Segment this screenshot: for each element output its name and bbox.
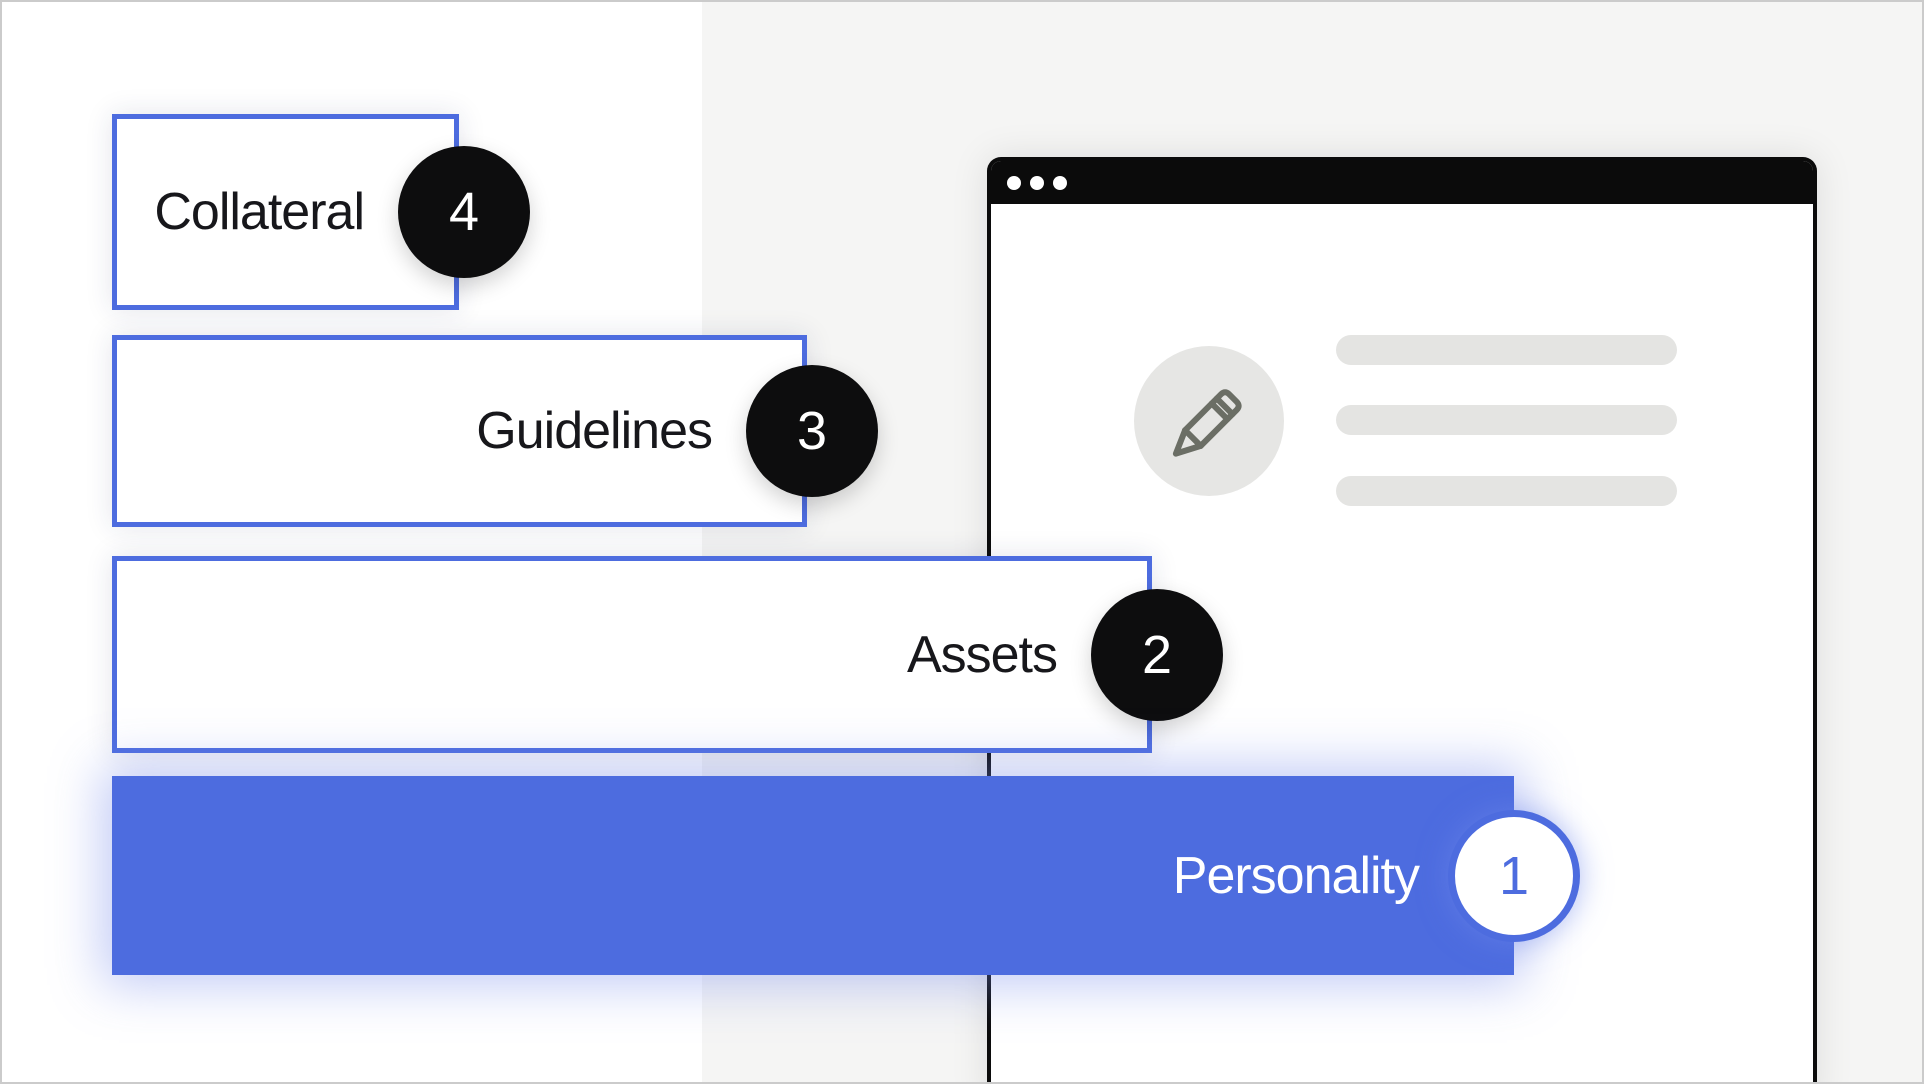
window-dot: [1030, 175, 1044, 190]
badge-2: 2: [1091, 588, 1223, 721]
badge-3: 3: [746, 365, 878, 497]
pencil-icon: [1172, 389, 1242, 457]
placeholder-line: [1336, 335, 1677, 365]
layer-personality[interactable]: Personality 1: [112, 776, 1580, 975]
layer-label: Guidelines: [476, 402, 713, 460]
window-dot: [1053, 175, 1067, 190]
placeholder-line: [1336, 405, 1677, 435]
placeholder-line: [1336, 476, 1677, 506]
badge-4: 4: [398, 146, 530, 278]
layer-label: Personality: [1172, 846, 1420, 905]
layer-collateral[interactable]: Collateral 4: [112, 114, 530, 310]
browser-titlebar: [991, 161, 1813, 204]
layer-assets[interactable]: Assets 2: [112, 556, 1223, 753]
avatar-circle: [1134, 346, 1284, 496]
badge-1: 1: [1448, 809, 1580, 942]
layer-label: Collateral: [154, 183, 365, 241]
layer-label: Assets: [906, 625, 1058, 684]
layer-guidelines[interactable]: Guidelines 3: [112, 335, 878, 527]
window-dot: [1007, 175, 1021, 190]
